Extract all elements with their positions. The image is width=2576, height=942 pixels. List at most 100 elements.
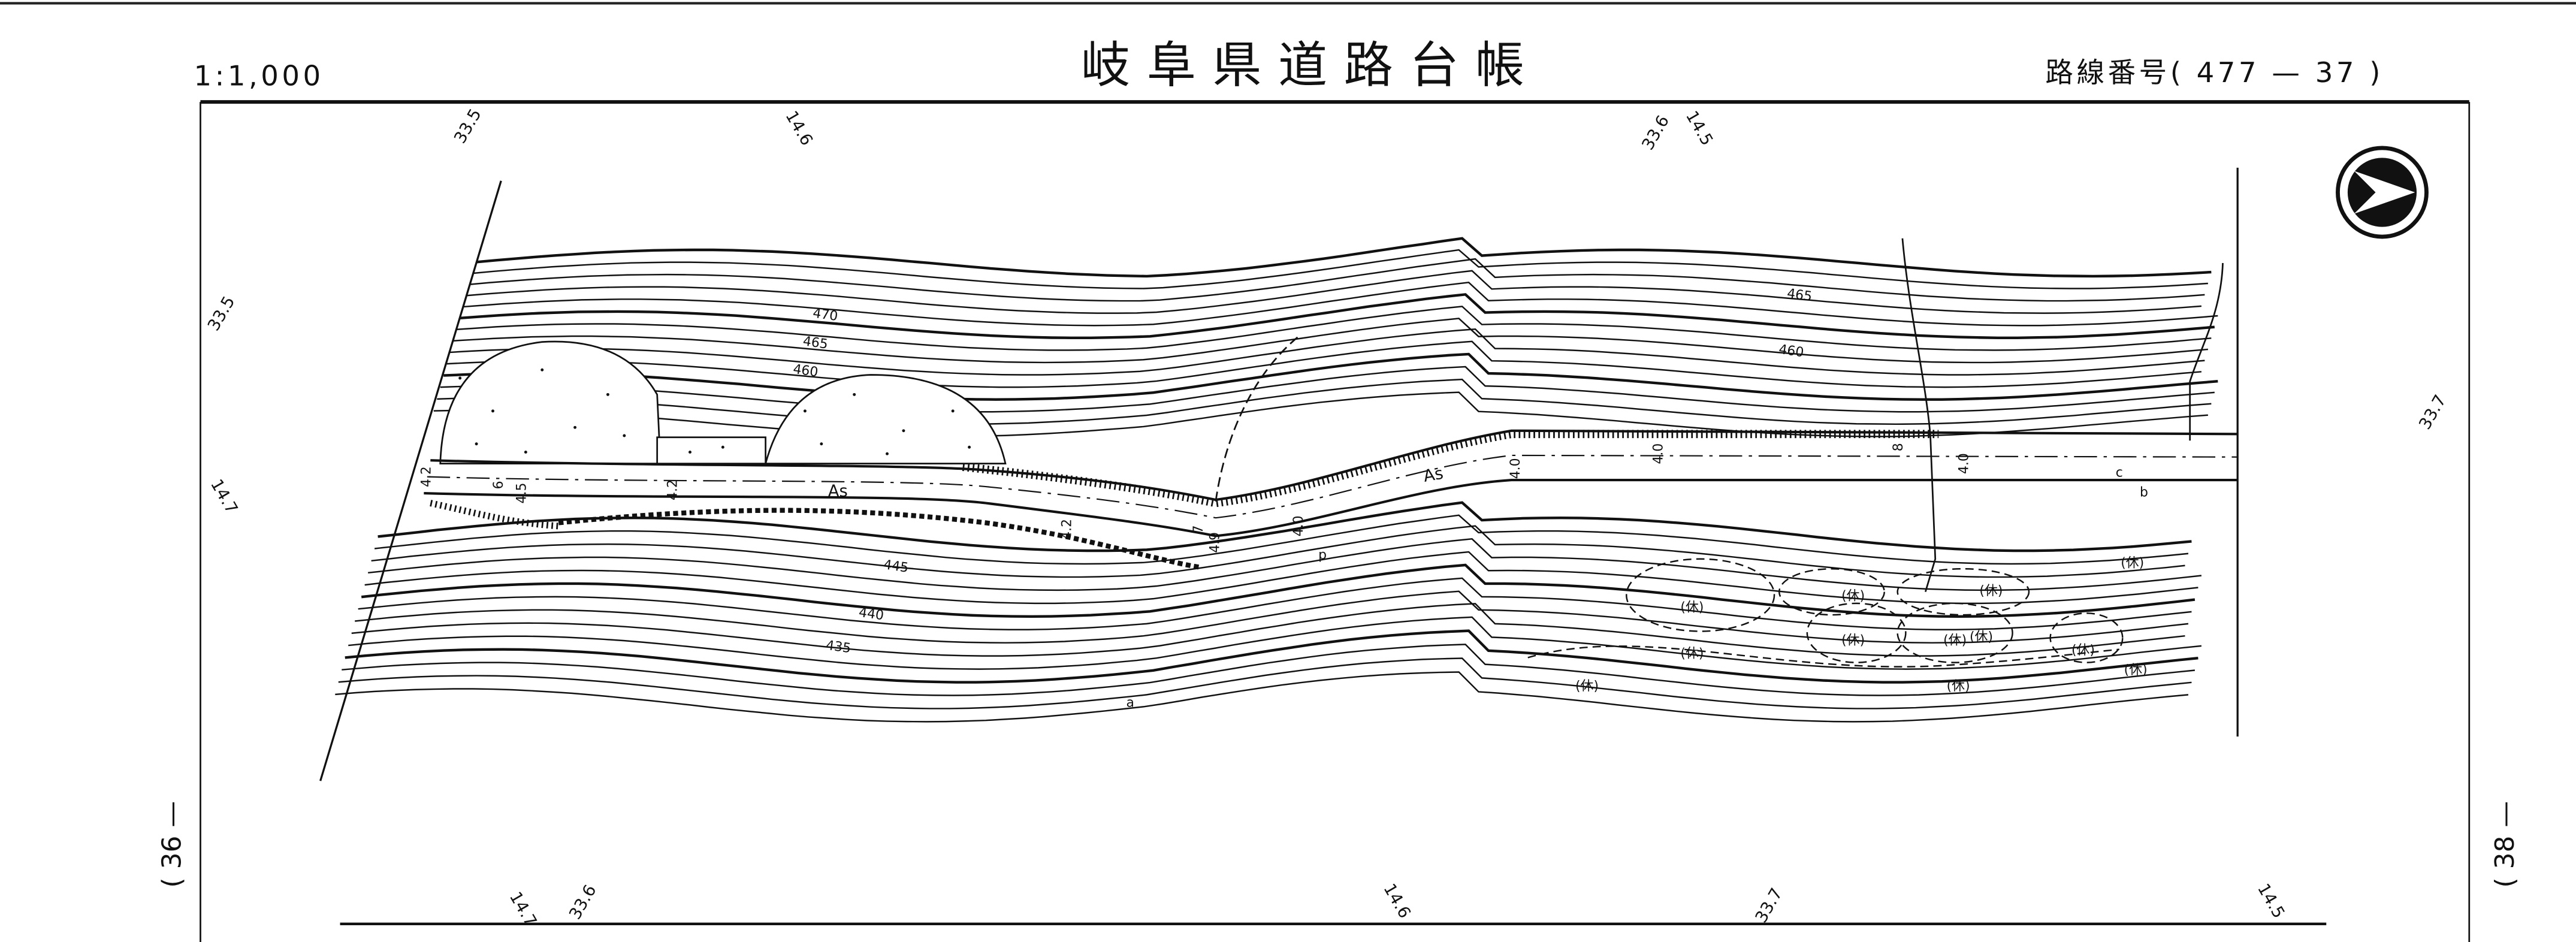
contour-line (371, 525, 2185, 578)
contour-line (351, 603, 2185, 657)
fallow-field-label: (休) (2121, 555, 2144, 570)
contour-line (374, 514, 2189, 565)
structure (656, 436, 767, 465)
road-width-label: 4.9 (1207, 532, 1222, 553)
vegetation-dot (721, 445, 724, 449)
guardrail (430, 500, 559, 530)
vegetation-area (764, 374, 1007, 465)
contour-line (457, 306, 2212, 351)
road-width-label: 4.0 (1291, 515, 1306, 536)
contour-line (446, 340, 2201, 388)
fallow-field-label: (休) (1575, 679, 1599, 694)
edge-label-top: 33.6 (1639, 113, 1673, 153)
road-width-label: 4.0 (1651, 443, 1666, 464)
contour-line (466, 270, 2201, 314)
fallow-field-label: (休) (1943, 633, 1967, 648)
slope-hatching (558, 508, 1200, 570)
contour-line (342, 644, 2196, 696)
vegetation-dot (968, 445, 971, 449)
next-sheet-ref[interactable]: ( 38 — (2490, 801, 2520, 888)
contour-line (364, 551, 2198, 605)
fallow-field-label: (休) (1970, 630, 1993, 645)
fallow-field-label: (休) (1680, 600, 1704, 615)
vegetation-dot (820, 442, 823, 446)
map-annotation: c (2116, 466, 2123, 481)
edge-label-bottom: 14.6 (1379, 880, 1414, 921)
contour-line (453, 318, 2208, 364)
fallow-field-label: (休) (1680, 646, 1704, 661)
edge-label-left: 33.5 (204, 293, 238, 334)
edge-label-top: 14.5 (1682, 108, 1716, 149)
map-annotation: p (1318, 548, 1327, 563)
road-width-label: 6 (491, 481, 506, 489)
contour-line (378, 501, 2192, 552)
fallow-field-label: (休) (1979, 584, 2003, 599)
vegetation-dot (475, 442, 478, 446)
edge-label-bottom: 14.5 (2254, 880, 2288, 921)
contour-line (463, 282, 2218, 327)
stream (1901, 238, 1937, 593)
vegetation-dot (606, 393, 609, 396)
contour-label: 460 (792, 362, 819, 381)
map-annotation: b (2140, 485, 2148, 500)
edge-label-top: 14.6 (781, 108, 816, 149)
fallow-field-label: (休) (1947, 679, 1970, 694)
road-edge-south (424, 479, 2238, 538)
edge-label-right: 33.7 (2415, 392, 2450, 433)
road-width-label: 4.2 (666, 479, 681, 500)
fallow-field-label: (休) (2071, 643, 2095, 658)
page-title: 岐阜県道路台帳 (1081, 37, 1541, 94)
contour-label: 470 (812, 306, 839, 324)
vegetation-dot (491, 409, 494, 413)
vegetation-dot (573, 425, 577, 429)
contour-line (443, 352, 2218, 401)
contour-line (470, 258, 2205, 302)
road-surface-label: As (828, 482, 848, 501)
road-width-label: 4.5 (514, 483, 529, 504)
vegetation-dot (688, 450, 691, 454)
stream (2189, 262, 2224, 441)
vegetation-dots (458, 368, 971, 455)
road-width-label: 4.0 (1957, 453, 1972, 474)
contour-line (338, 657, 2192, 709)
prev-sheet-ref[interactable]: ( 36 — (157, 801, 188, 888)
contour-line (460, 293, 2215, 339)
road-edge-north (430, 429, 2238, 502)
contour-line (440, 366, 2215, 413)
vegetation-dot (951, 409, 955, 413)
contour-label: 435 (825, 638, 852, 657)
contour-line (361, 563, 2196, 618)
contour-label: 465 (1786, 286, 1813, 305)
edge-label-top: 33.5 (451, 106, 485, 147)
contour-line (348, 616, 2202, 670)
contour-line (345, 629, 2198, 684)
edge-label-left: 14.7 (207, 476, 241, 517)
route-number: 路線番号( 477 — 37 ) (2045, 56, 2384, 89)
road-width-label: 4.2 (419, 466, 434, 487)
contour-line (335, 671, 2189, 723)
fallow-field-label: (休) (1841, 633, 1865, 648)
contour-line (450, 328, 2205, 376)
vegetation-dot (458, 376, 462, 380)
vegetation-dot (803, 409, 807, 413)
fallow-field-outlines (1527, 558, 2124, 668)
fallow-field-label: (休) (1841, 588, 1865, 603)
retaining-wall (962, 430, 1939, 508)
contour-line (358, 577, 2192, 630)
vegetation-dot (886, 452, 889, 455)
contour-line (473, 249, 2208, 289)
vegetation-area (439, 340, 662, 465)
vegetation-dot (902, 429, 905, 433)
scale-label: 1:1,000 (194, 60, 324, 92)
road-width-label: 4.0 (1508, 458, 1523, 479)
contour-line (476, 237, 2212, 278)
road-surface-label: As (1422, 464, 1445, 486)
road-width-label: 8 (1891, 443, 1906, 451)
contour-line (433, 391, 2208, 437)
road-width-label: 7 (1191, 525, 1206, 533)
contour-line (355, 590, 2189, 644)
contour-line (368, 538, 2202, 591)
fallow-field-label: (休) (2124, 663, 2148, 678)
contour-label: 440 (858, 605, 885, 624)
contour-label: 465 (802, 334, 829, 352)
